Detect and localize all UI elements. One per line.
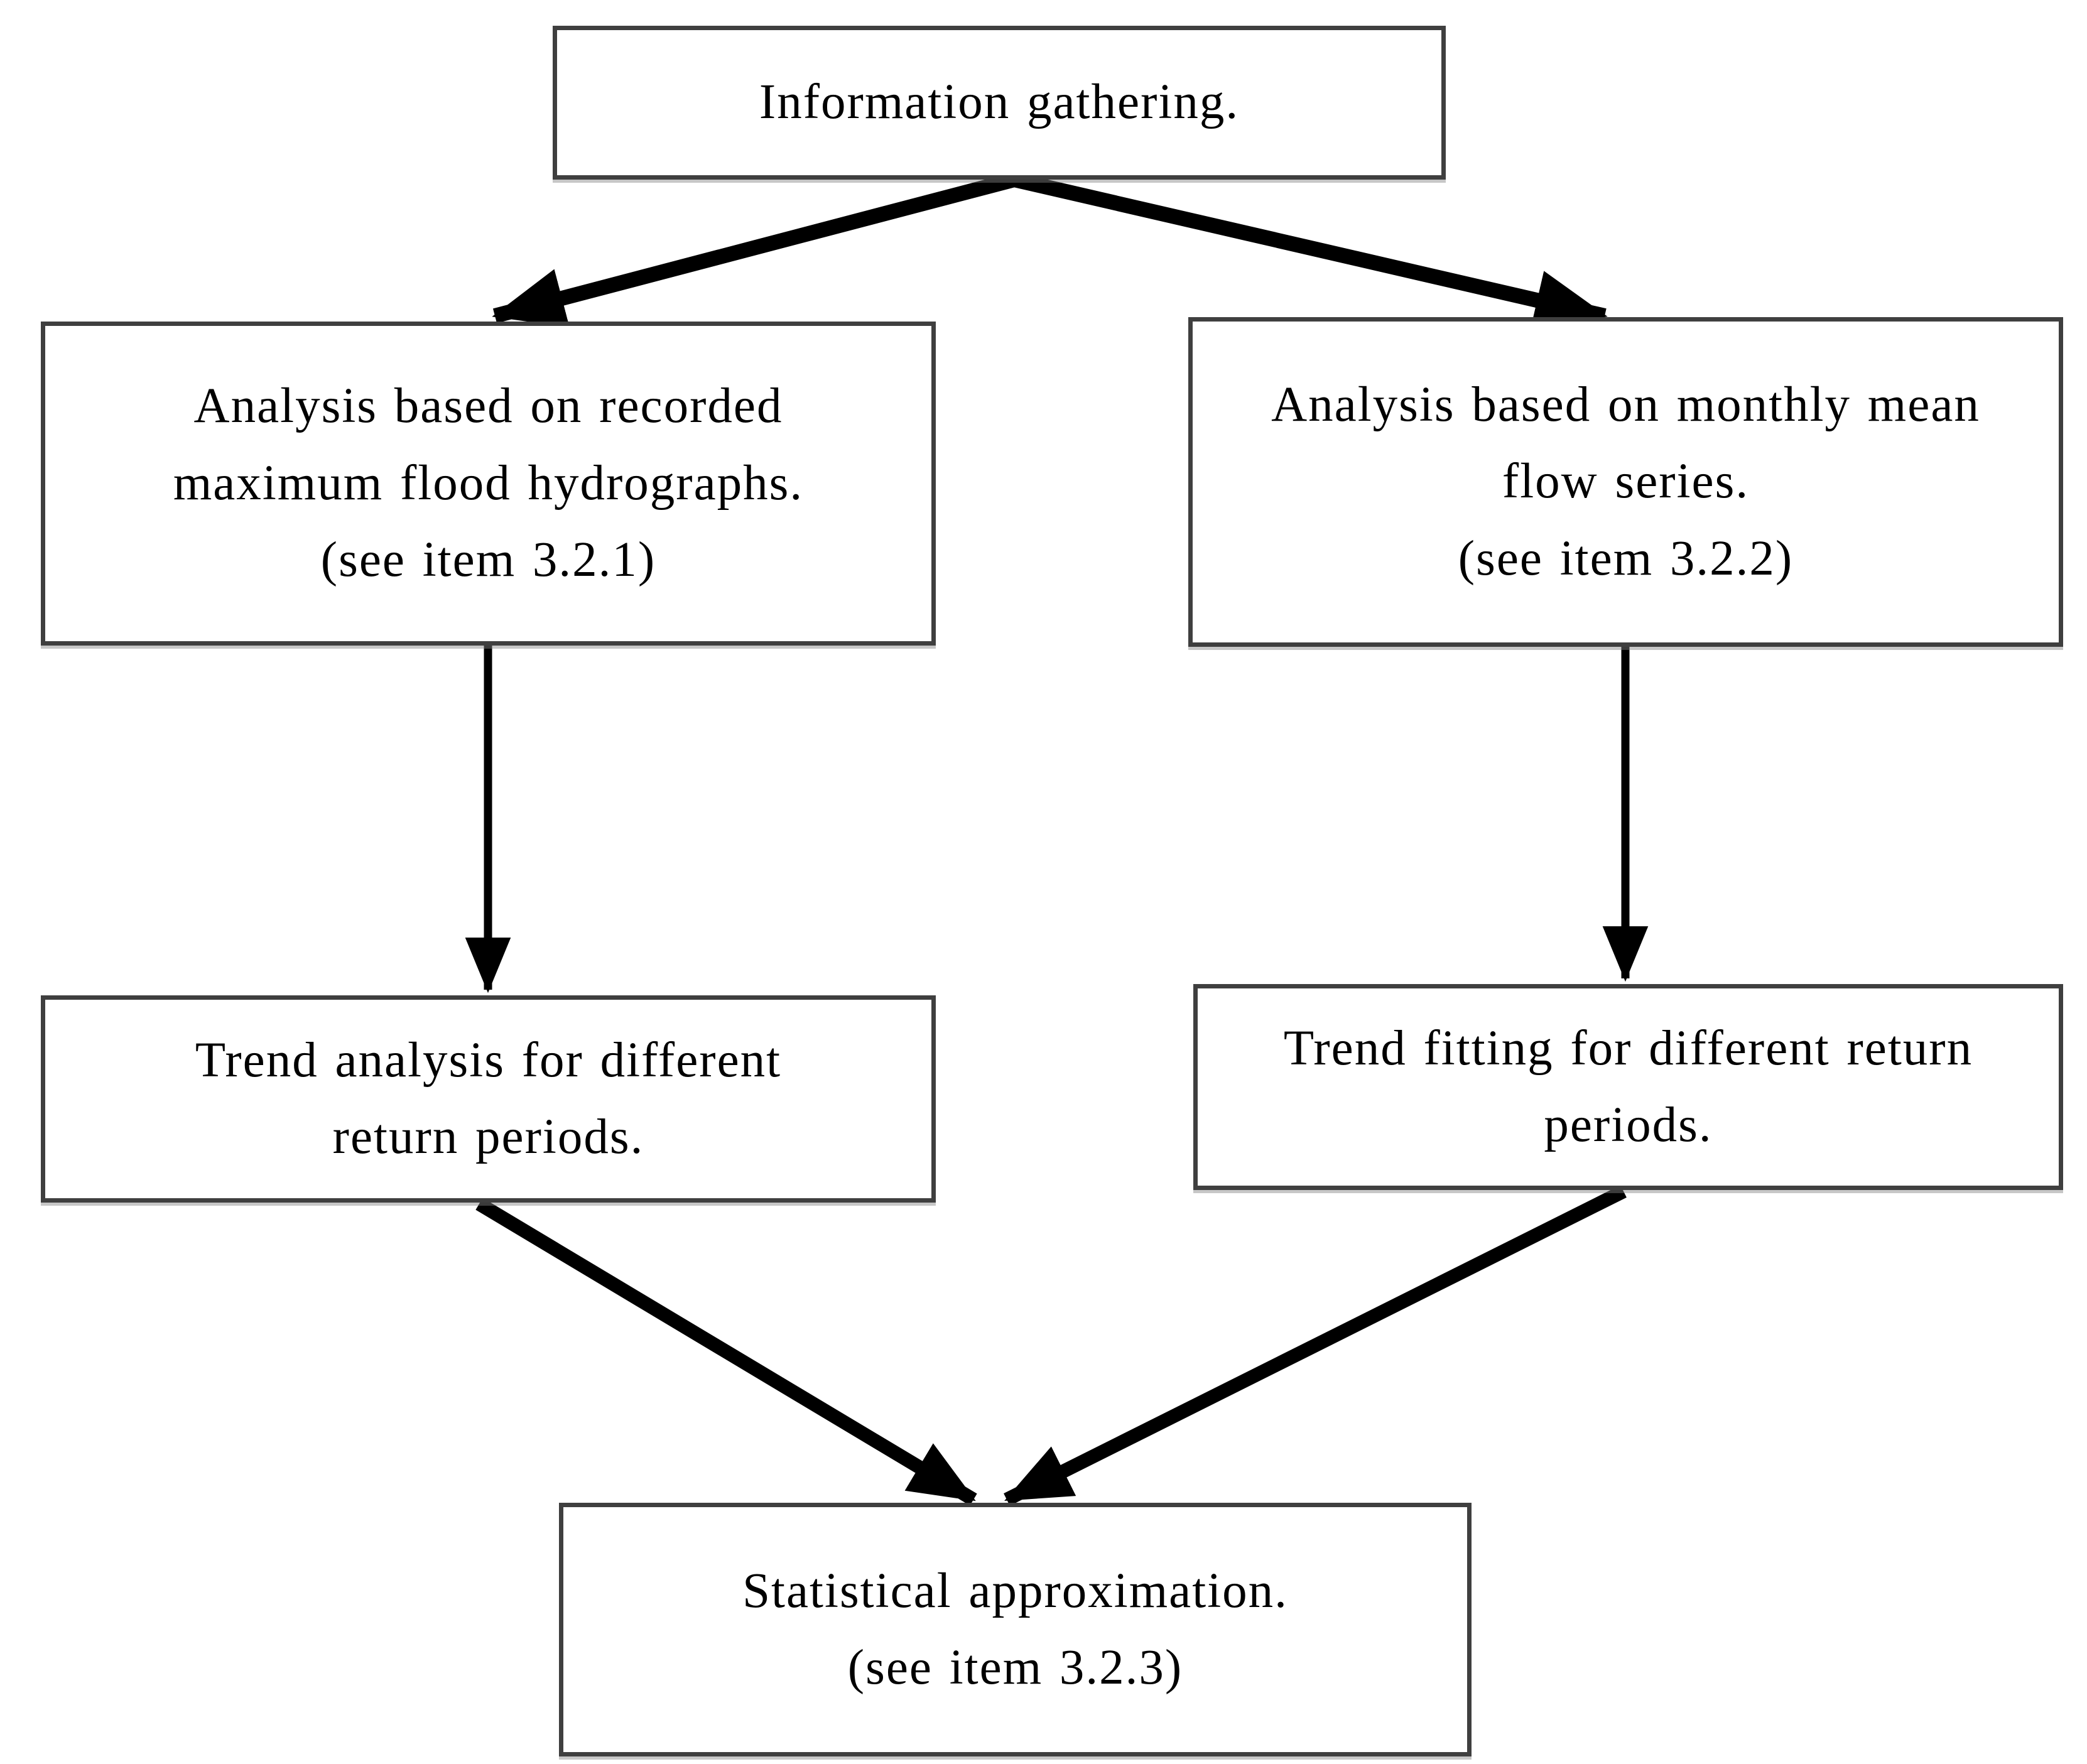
box-line: (see item 3.2.2) [1458, 531, 1794, 586]
arrow-left-low-to-bottom [475, 1198, 977, 1506]
flowchart-box-trend-analysis: Trend analysis for different return peri… [41, 995, 936, 1203]
flowchart-box-analysis-recorded-hydrographs: Analysis based on recorded maximum flood… [41, 322, 936, 646]
box-line: (see item 3.2.1) [320, 533, 656, 588]
flowchart-box-information-gathering: Information gathering. [553, 26, 1446, 180]
flowchart-box-trend-fitting: Trend fitting for different return perio… [1193, 984, 2063, 1190]
box-line: Information gathering. [759, 75, 1240, 130]
arrow-top-to-right-mid [1012, 172, 1608, 330]
flowchart-box-analysis-monthly-mean-flow: Analysis based on monthly mean flow seri… [1188, 317, 2063, 647]
box-line: Trend analysis for different [195, 1032, 782, 1088]
box-line: flow series. [1502, 454, 1750, 509]
arrow-top-to-left-mid [492, 172, 1017, 328]
box-line: maximum flood hydrographs. [173, 455, 804, 511]
box-line: Trend fitting for different return [1283, 1020, 1973, 1076]
box-line: Analysis based on recorded [193, 379, 783, 434]
arrow-right-low-to-bottom [1004, 1185, 1627, 1506]
box-line: Statistical approximation. [742, 1563, 1288, 1618]
box-line: return periods. [332, 1110, 644, 1164]
flowchart-box-statistical-approximation: Statistical approximation. (see item 3.2… [559, 1503, 1472, 1756]
box-line: Analysis based on monthly mean [1271, 377, 1980, 432]
box-line: periods. [1544, 1098, 1713, 1152]
box-line: (see item 3.2.3) [847, 1640, 1183, 1695]
